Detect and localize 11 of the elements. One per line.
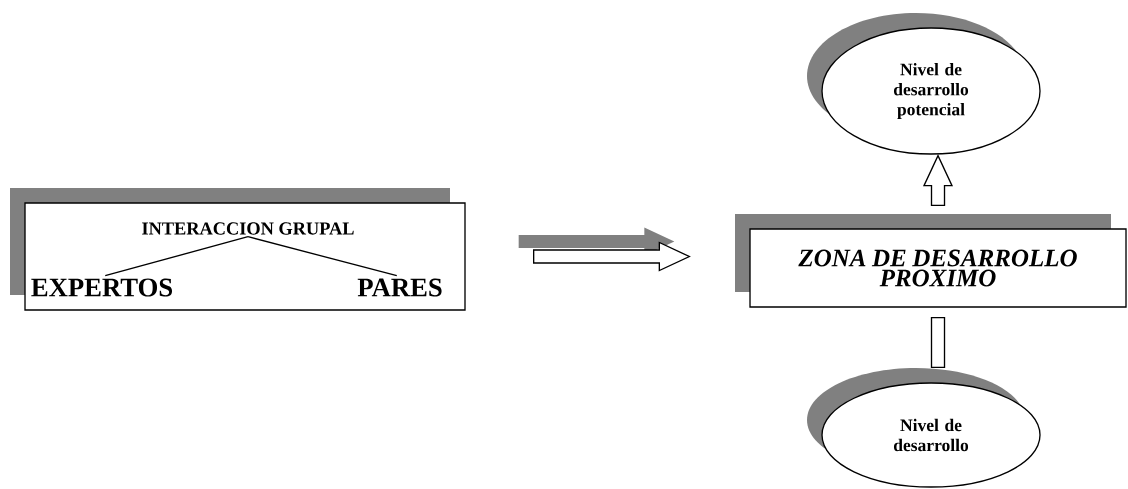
- label-text: EXPERTOS: [31, 278, 173, 297]
- block-arrow: [930, 317, 946, 368]
- block-arrow: [922, 154, 954, 206]
- block-arrow: [518, 227, 691, 272]
- label-text: INTERACCION GRUPAL: [142, 222, 354, 235]
- label-text: PARES: [357, 278, 442, 297]
- connector-line: [104, 236, 249, 277]
- text-box: ZONA DE DESARROLLO PROXIMO: [735, 214, 1127, 308]
- connector-line: [247, 236, 398, 277]
- node-label: Nivel de desarrollo: [893, 418, 969, 452]
- box: [10, 188, 466, 311]
